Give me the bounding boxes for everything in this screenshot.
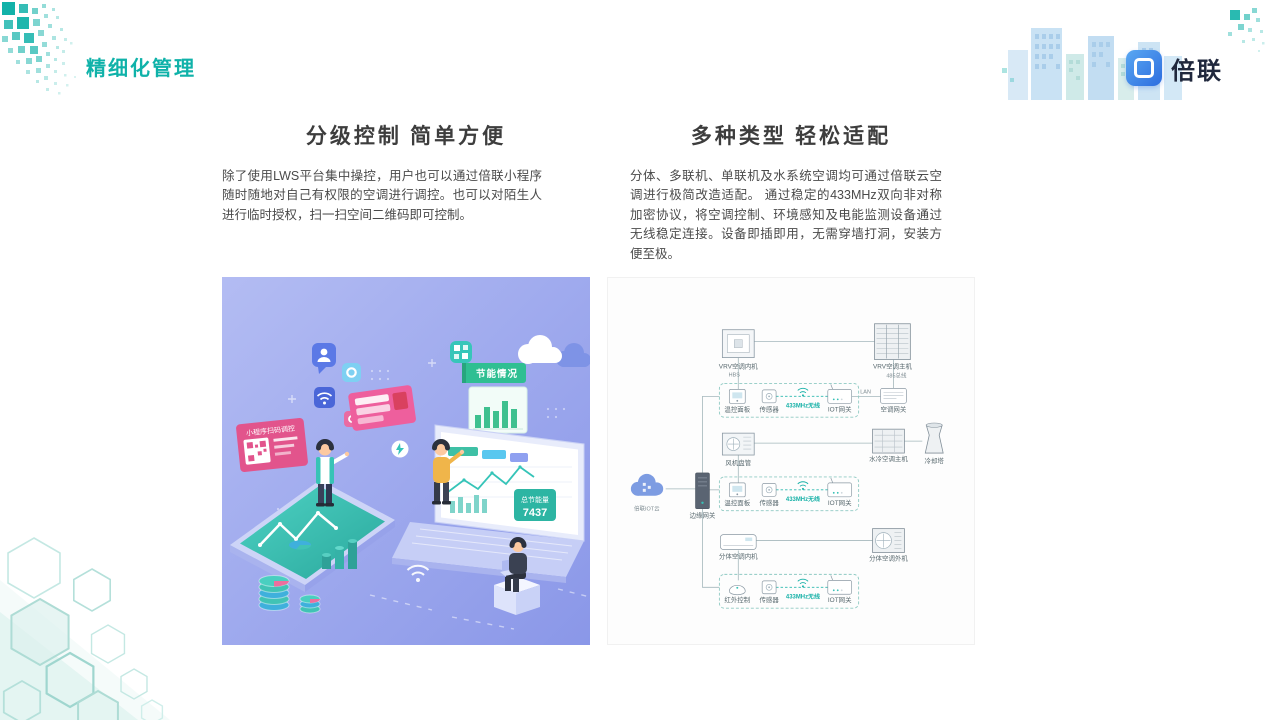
total-energy-label: 总节能量: [521, 495, 549, 504]
wifi-433-icon-2: [797, 481, 809, 490]
sensor-label-3: 传感器: [759, 595, 779, 604]
vrv-outdoor-label: VRV空调主机: [873, 362, 913, 371]
iot-cloud-label: 倍联IOT云: [634, 505, 660, 513]
ac-gateway-label: 空调网关: [881, 404, 907, 413]
left-section-body: 除了使用LWS平台集中操控，用户也可以通过倍联小程序随时随地对自己有权限的空调进…: [222, 169, 542, 222]
bar-chart-card: [468, 386, 528, 434]
ac-gateway-icon: [880, 388, 907, 404]
qr-tile-icon: [450, 341, 472, 363]
iot-gateway-icon-2: [827, 477, 853, 498]
fan-coil-label: 风机盘管: [725, 458, 751, 467]
fan-coil-icon: [721, 432, 755, 456]
split-outdoor-label: 分体空调外机: [869, 553, 908, 562]
gear-icon: [342, 363, 361, 382]
iot-gateway-icon-3: [827, 575, 853, 595]
total-energy-value: 7437: [523, 507, 547, 519]
qr-code: [243, 437, 271, 465]
diagram-canvas: VRV空调内机 HBS VRV空调主机 485总线 温控面板: [630, 323, 945, 609]
edge-gateway-icon: [695, 472, 710, 510]
illustration-canvas: 节能情况: [222, 277, 590, 645]
person-icon: [312, 343, 336, 374]
chiller-label: 水冷空调主机: [869, 454, 908, 463]
iot-cloud-icon: [630, 473, 664, 496]
person-pointing: [432, 439, 465, 505]
bus-485-label: 485总线: [886, 371, 907, 379]
wifi-tile-icon: [314, 387, 335, 408]
cloud-decoration: [518, 335, 590, 367]
energy-banner-label: 节能情况: [476, 368, 518, 380]
vrv-outdoor-unit-icon: [874, 323, 911, 360]
iot-gateway-icon-1: [827, 384, 853, 404]
sensor-icon-2: [761, 483, 777, 497]
cooling-tower-icon: [924, 422, 944, 454]
person-sitting: [494, 537, 540, 615]
left-section-heading: 分级控制 简单方便: [305, 124, 507, 148]
floor-dash-decoration: [369, 588, 590, 630]
wifi-433-icon-1: [797, 387, 809, 397]
hbs-label: HBS: [729, 372, 741, 378]
ir-controller-label: 红外控制: [724, 595, 750, 604]
laptop: 总节能量 7437: [392, 424, 585, 583]
qr-card: 小程序扫码调控: [236, 417, 308, 473]
wireless-label-3: 433MHz无线: [786, 592, 820, 600]
wifi-433-icon-3: [797, 578, 809, 588]
network-topology-diagram: VRV空调内机 HBS VRV空调主机 485总线 温控面板: [607, 277, 975, 645]
dashboard-screen: 总节能量 7437: [446, 447, 572, 521]
person-on-tablet: [316, 439, 350, 507]
sensor-icon-3: [761, 580, 777, 595]
coin-stack-decoration: [258, 540, 321, 614]
thermostat-label-1: 温控面板: [724, 404, 750, 413]
brand-logo: 倍联: [1126, 50, 1223, 86]
chiller-icon: [872, 428, 905, 454]
thermostat-icon-1: [728, 389, 746, 404]
energy-icon-badge: [391, 440, 409, 458]
sensor-icon-1: [761, 389, 777, 404]
cooling-tower-label: 冷却塔: [925, 456, 945, 465]
vrv-indoor-label: VRV空调内机: [719, 362, 759, 371]
right-section-heading: 多种类型 轻松适配: [690, 124, 892, 148]
right-section-body: 分体、多联机、单联机及水系统空调均可通过倍联云空调进行极简改造适配。 通过稳定的…: [630, 169, 942, 261]
vrv-indoor-unit-icon: [721, 329, 755, 358]
brand-logo-text: 倍联: [1171, 57, 1223, 85]
wireless-links: [776, 395, 828, 588]
edge-gateway-label: 边缘网关: [690, 511, 716, 520]
brand-logo-icon: [1126, 50, 1162, 86]
sensor-label-1: 传感器: [759, 404, 779, 413]
wireless-label-1: 433MHz无线: [786, 401, 820, 409]
total-energy-badge: 总节能量 7437: [514, 489, 556, 521]
iot-gateway-label-3: IOT网关: [828, 595, 852, 604]
phone-mockup-card: [348, 385, 416, 431]
energy-banner: 节能情况: [462, 363, 526, 383]
sensor-label-2: 传感器: [759, 498, 779, 507]
app-control-illustration: 节能情况: [222, 277, 590, 645]
page-title: 精细化管理: [86, 58, 196, 80]
split-outdoor-unit-icon: [872, 528, 905, 553]
split-indoor-unit-icon: [720, 534, 757, 550]
lan-label: LAN: [860, 389, 871, 395]
split-indoor-label: 分体空调内机: [719, 551, 758, 560]
device-group-frames: [718, 382, 860, 609]
wifi-icon: [406, 564, 430, 582]
iso-bars-decoration: [322, 539, 357, 569]
iot-gateway-label-1: IOT网关: [828, 404, 852, 413]
diagram-connection-lines: [665, 341, 923, 588]
app-icon-tiles: [312, 341, 472, 427]
wireless-label-2: 433MHz无线: [786, 495, 820, 503]
ir-controller-icon: [728, 585, 746, 596]
iot-gateway-label-2: IOT网关: [828, 498, 852, 507]
thermostat-label-2: 温控面板: [724, 498, 750, 507]
thermostat-icon-2: [728, 482, 746, 498]
hexagon-decoration: [0, 520, 215, 720]
